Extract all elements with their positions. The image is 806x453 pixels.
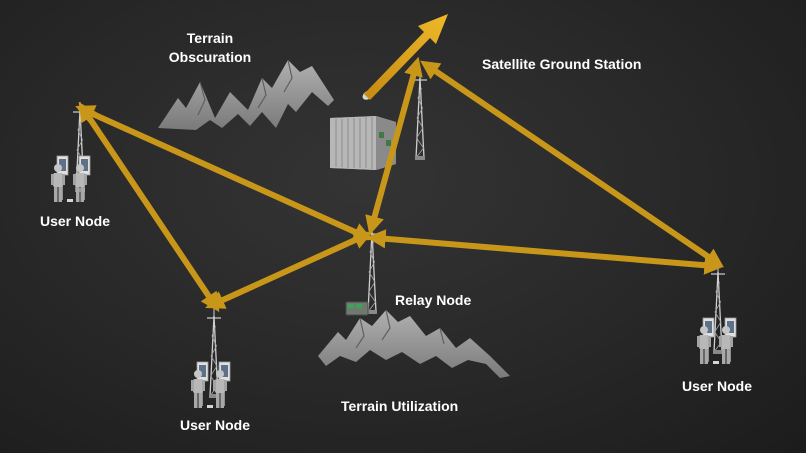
user-node-right-label: User Node <box>682 378 753 394</box>
mountain-range-icon <box>158 59 334 130</box>
user-node-left-figures <box>51 156 90 202</box>
uplink-arrow <box>364 14 448 100</box>
terrain-obscuration-line1: Terrain <box>186 30 234 46</box>
link-relay-to-ground-station <box>365 56 423 236</box>
shipping-container-icon <box>330 116 396 170</box>
user-node-bottom-label: User Node <box>180 417 251 433</box>
user-node-left-label: User Node <box>40 213 111 229</box>
user-node-right-figures <box>697 318 736 364</box>
link-ground-station-to-right <box>420 60 724 268</box>
terrain-obscuration-label: Terrain Obscuration <box>150 29 270 67</box>
communication-links <box>75 56 724 312</box>
satellite-ground-station-label: Satellite Ground Station <box>482 56 642 72</box>
terrain-utilization-label: Terrain Utilization <box>341 398 459 414</box>
link-left-to-bottom <box>78 102 220 312</box>
relay-node-label: Relay Node <box>395 292 472 308</box>
mountain-range-icon <box>318 309 510 378</box>
link-relay-to-right <box>366 229 724 275</box>
link-bottom-to-relay <box>205 231 373 309</box>
terrain-obscuration-line2: Obscuration <box>168 49 252 65</box>
radio-unit-icon <box>345 301 369 316</box>
lattice-tower-icon <box>412 69 428 161</box>
